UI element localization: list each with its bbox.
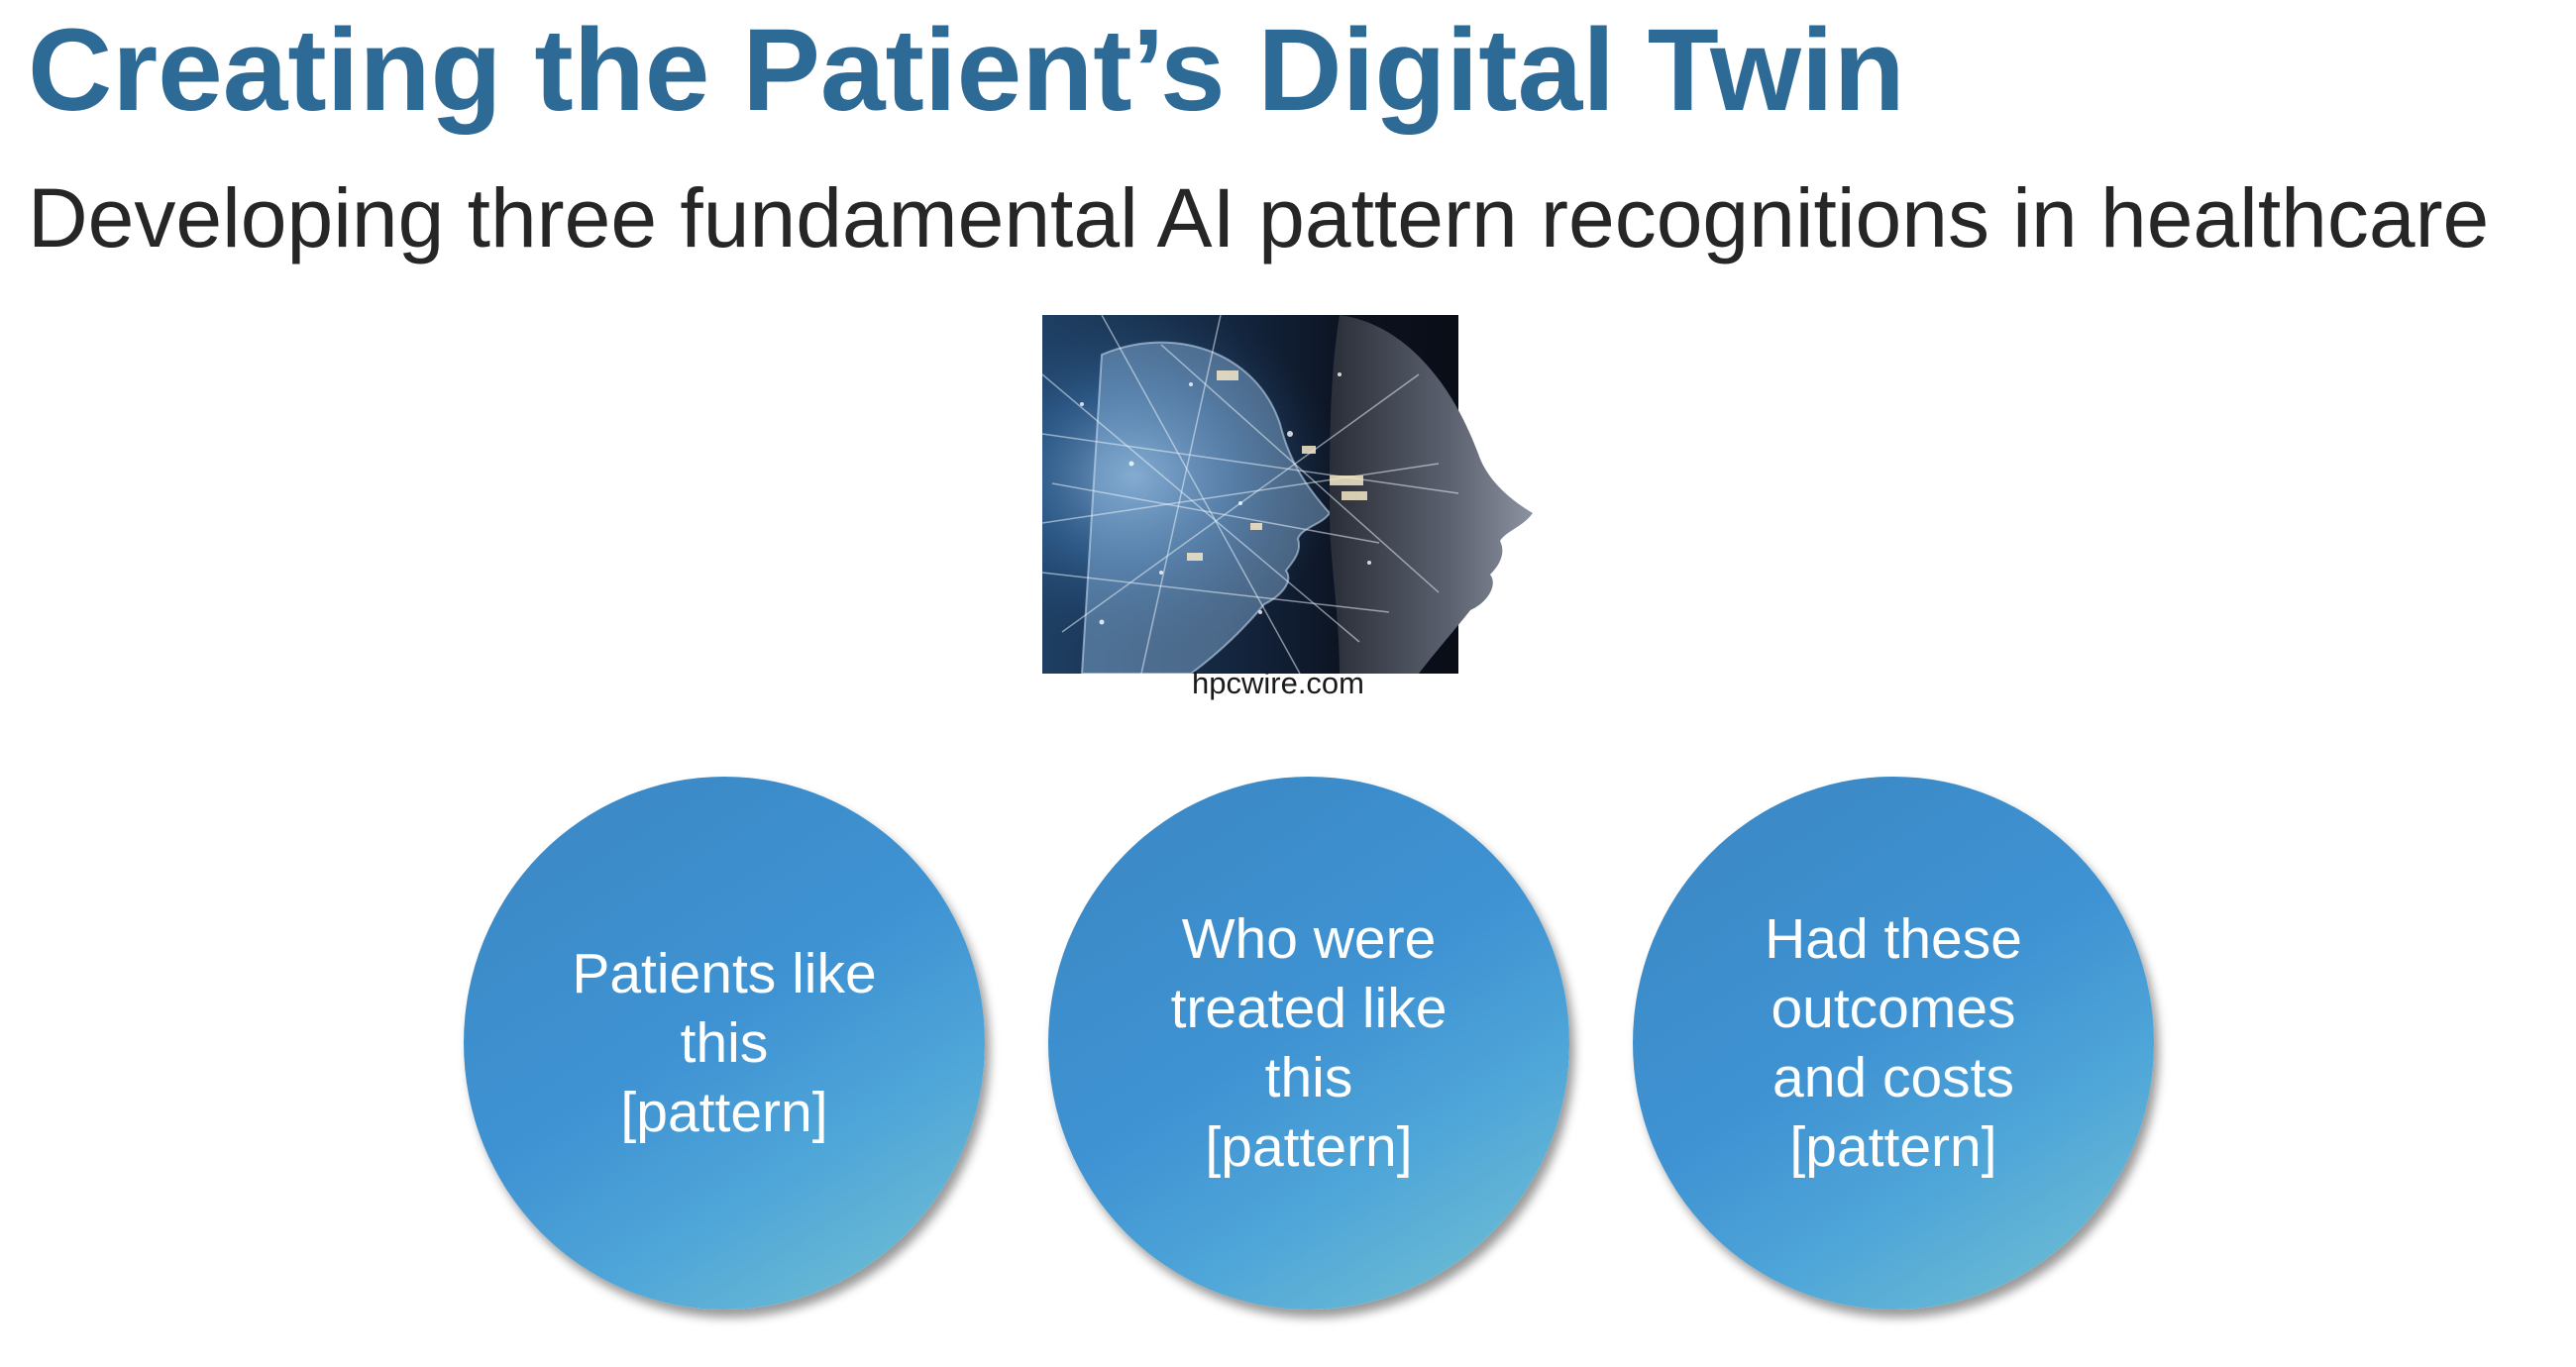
pattern-text: Had these outcomes and costs [pattern]	[1765, 907, 2022, 1179]
pattern-circle-outcomes: Had these outcomes and costs [pattern]	[1633, 777, 2154, 1310]
slide-subtitle: Developing three fundamental AI pattern …	[28, 171, 2490, 264]
ai-digital-face-image	[1042, 315, 1538, 674]
pattern-circle-patients: Patients like this [pattern]	[464, 777, 985, 1310]
slide-title: Creating the Patient’s Digital Twin	[28, 5, 1905, 136]
image-credit: hpcwire.com	[1192, 666, 1364, 700]
pattern-circle-treatment: Who were treated like this [pattern]	[1048, 777, 1569, 1310]
pattern-text: Patients like this [pattern]	[572, 942, 877, 1144]
pattern-text: Who were treated like this [pattern]	[1170, 907, 1448, 1179]
